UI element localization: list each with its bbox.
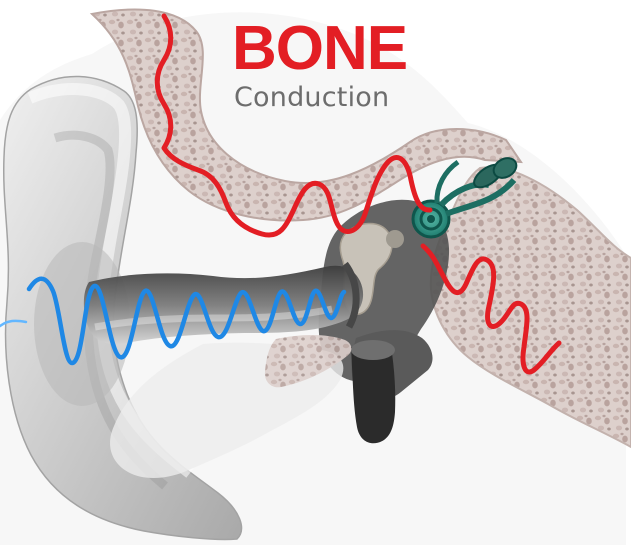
stapes [386, 230, 404, 248]
title-subtitle: Conduction [234, 82, 422, 114]
title-main: BONE [232, 18, 422, 80]
eustachian-tube [351, 346, 395, 443]
eustachian-tube-opening [351, 340, 395, 360]
title-block: BONE Conduction [232, 18, 422, 114]
